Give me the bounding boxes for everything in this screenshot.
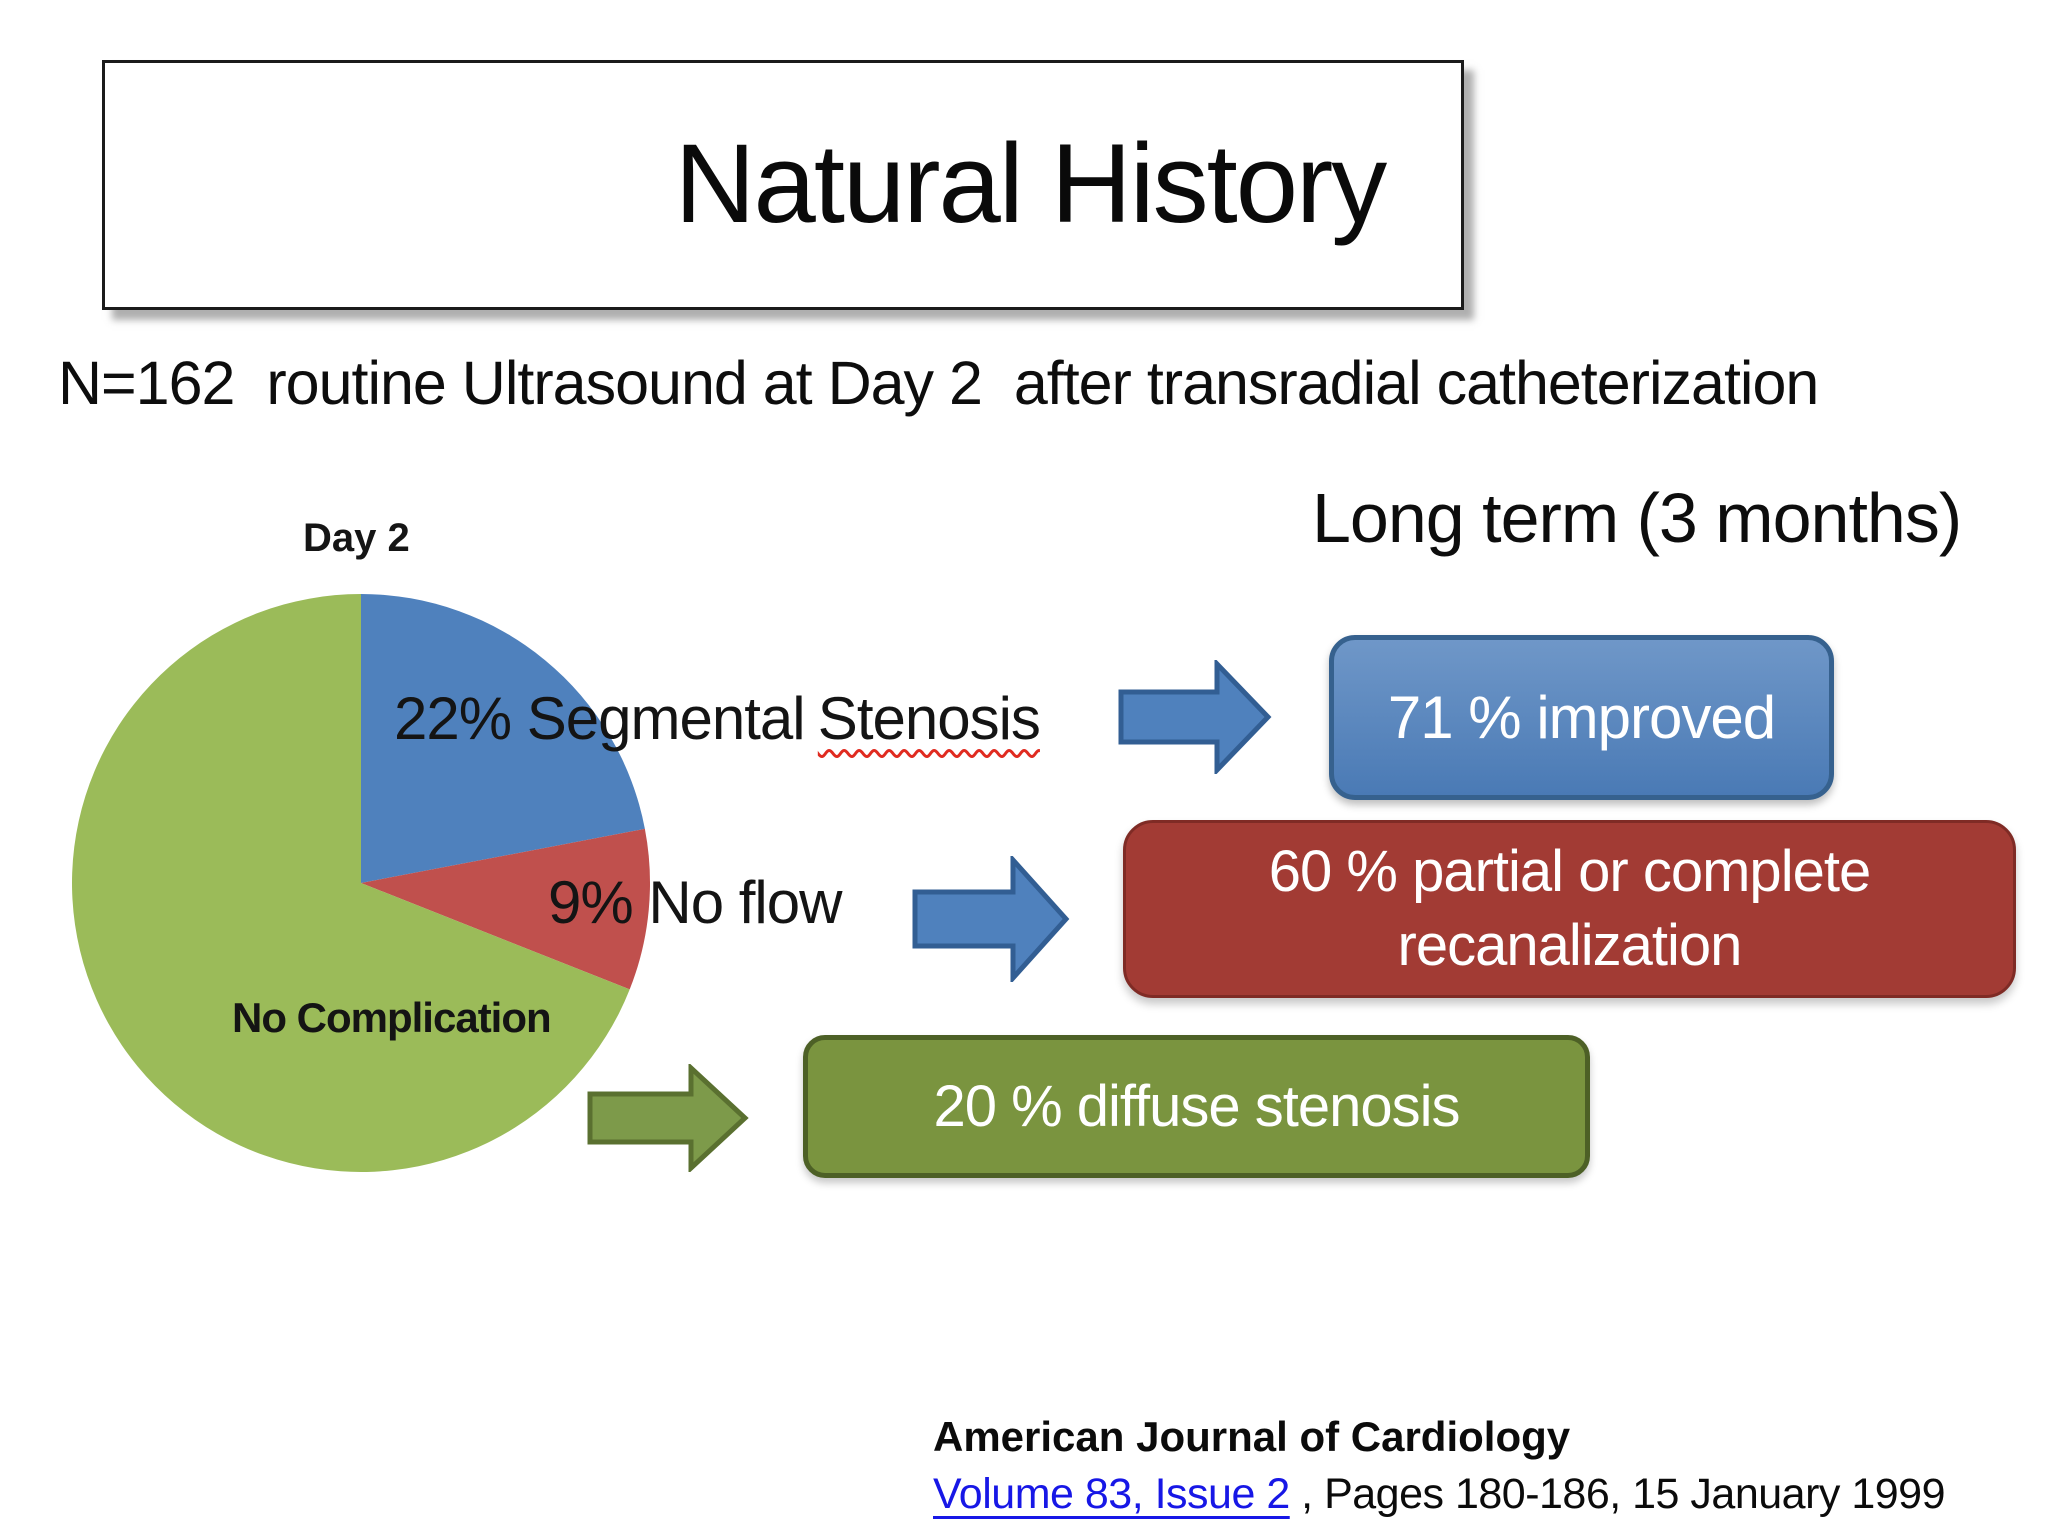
citation-line2: Volume 83, Issue 2 , Pages 180-186, 15 J…	[933, 1470, 1946, 1519]
pie-slice-segmental-stenosis	[361, 594, 645, 883]
pie-label-no-flow: 9% No flow	[548, 869, 842, 936]
subtitle: N=162 routine Ultrasound at Day 2 after …	[58, 349, 1819, 417]
pie-label-segmental-misspelled-word: Stenosis	[817, 685, 1041, 752]
pie-chart-svg	[72, 594, 651, 1172]
pie-label-no-complication: No Complication	[232, 994, 552, 1041]
outcome-box-improved: 71 % improved	[1329, 635, 1834, 800]
outcome-box-recanalization: 60 % partial or complete recanalization	[1123, 820, 2016, 998]
title-box	[102, 60, 1464, 310]
outcome-recanalization-line2: recanalization	[1397, 913, 1743, 978]
pie-chart	[70, 592, 652, 1174]
pie-slice-no-flow	[361, 828, 651, 990]
long-term-header: Long term (3 months)	[1312, 479, 1962, 557]
right-arrow-icon-blue-improved	[1118, 660, 1272, 774]
citation-pages-date: , Pages 180-186, 15 January 1999	[1289, 1470, 1946, 1518]
pie-slice-no-complication	[72, 594, 630, 1172]
outcome-box-diffuse-stenosis: 20 % diffuse stenosis	[803, 1035, 1590, 1178]
right-arrow-icon-blue-noflow	[912, 856, 1070, 982]
citation-volume-link[interactable]: Volume 83, Issue 2	[933, 1470, 1290, 1518]
outcome-improved-label: 71 % improved	[1387, 684, 1776, 751]
pie-chart-title: Day 2	[303, 516, 410, 560]
pie-label-segmental-prefix: 22% Segmental	[394, 685, 806, 752]
outcome-diffuse-label: 20 % diffuse stenosis	[933, 1074, 1460, 1139]
citation-journal: American Journal of Cardiology	[933, 1413, 1571, 1460]
outcome-recanalization-line1: 60 % partial or complete	[1268, 839, 1871, 904]
page-title: Natural History	[674, 121, 1388, 246]
right-arrow-icon-green-diffuse	[587, 1064, 749, 1172]
